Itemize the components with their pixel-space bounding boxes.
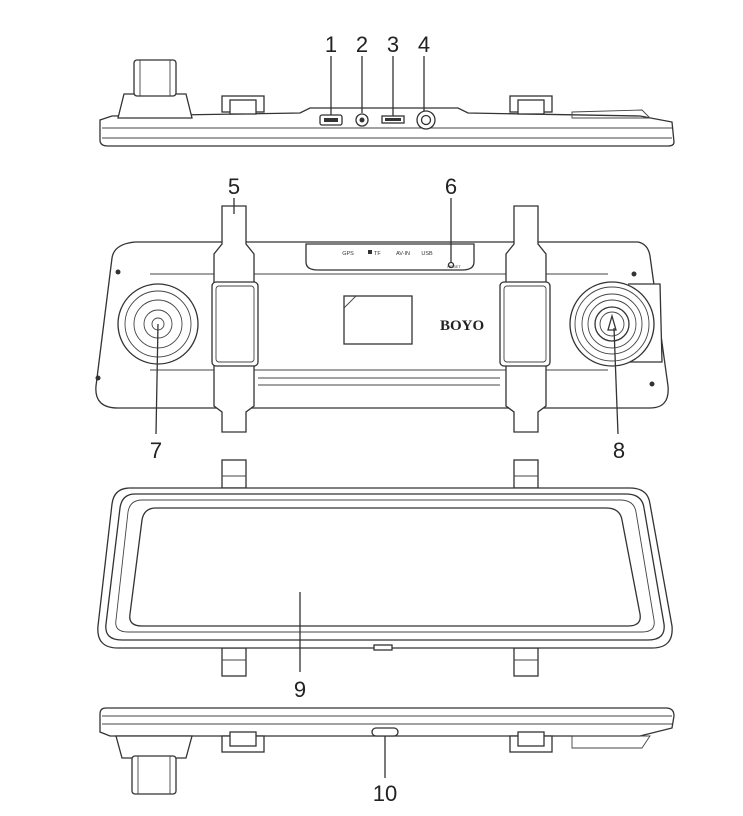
port-label-usb: USB xyxy=(421,251,433,257)
strap-clip-top-left xyxy=(221,95,265,115)
rear-camera-knob xyxy=(117,59,193,119)
callout-7: 7 xyxy=(150,438,162,463)
callout-3: 3 xyxy=(387,32,399,57)
callout-10: 10 xyxy=(373,781,397,806)
port-label-reset: RESET xyxy=(447,264,461,269)
rear-view: GPS TF AV-IN USB RESET BOYO xyxy=(95,198,669,435)
callout-1: 1 xyxy=(325,32,337,57)
callout-6: 6 xyxy=(445,174,457,199)
top-edge-view xyxy=(99,56,675,147)
av-in-jack-icon xyxy=(355,113,369,127)
strap-clip-top-right xyxy=(509,95,553,115)
mini-usb-port-icon xyxy=(319,114,343,126)
display-screen xyxy=(129,507,641,627)
callout-5: 5 xyxy=(228,174,240,199)
callout-9: 9 xyxy=(294,677,306,702)
bottom-edge-view xyxy=(99,707,675,795)
tf-marker-icon xyxy=(368,250,372,254)
front-camera-lens-icon xyxy=(569,281,663,367)
callout-numbers: 1 2 3 4 5 6 7 8 9 10 xyxy=(150,32,625,806)
port-label-av-in: AV-IN xyxy=(396,251,410,257)
tf-card-slot-icon xyxy=(381,115,405,124)
brand-logo: BOYO xyxy=(440,318,484,334)
callout-4: 4 xyxy=(418,32,430,57)
label-sticker xyxy=(343,295,413,345)
port-label-tf: TF xyxy=(374,251,381,257)
bottom-slot-icon xyxy=(371,727,399,737)
callout-2: 2 xyxy=(356,32,368,57)
strap-right xyxy=(499,205,551,433)
front-view xyxy=(97,459,673,677)
callout-8: 8 xyxy=(613,438,625,463)
strap-left xyxy=(211,205,259,433)
power-button-icon xyxy=(416,110,436,130)
rear-camera-knob-bottom xyxy=(115,735,193,795)
port-label-gps: GPS xyxy=(342,251,354,257)
